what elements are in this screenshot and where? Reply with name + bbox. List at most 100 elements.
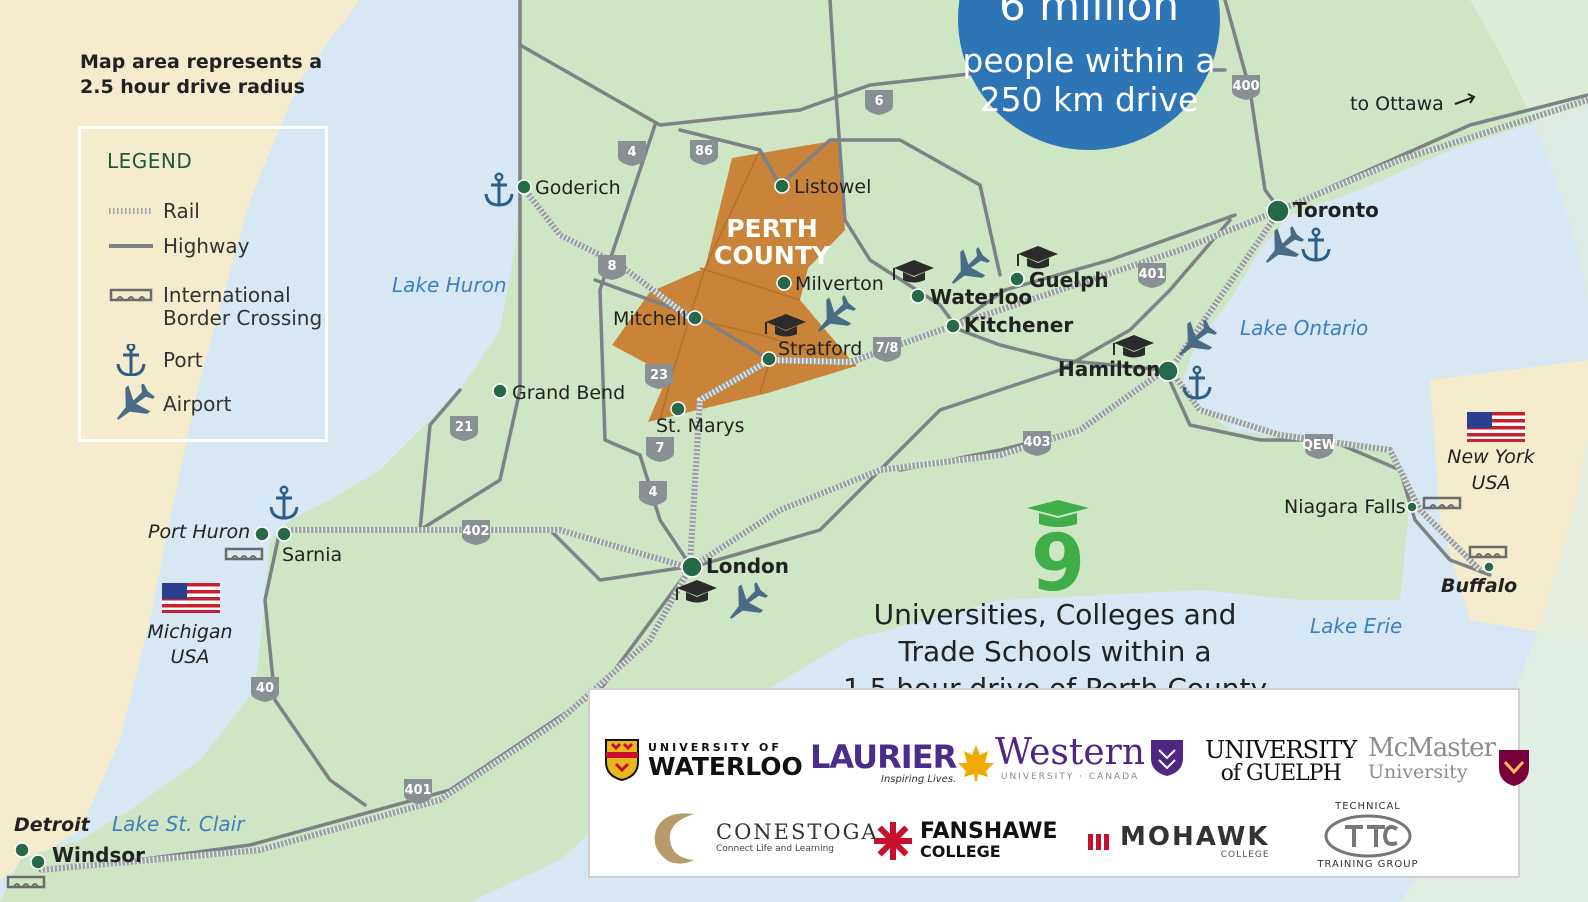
laurier-tagline: Inspiring Lives. — [881, 774, 957, 785]
mohawk-bars-icon — [1088, 834, 1109, 850]
shield-402: 402 — [462, 520, 490, 545]
shield-23: 23 — [645, 364, 673, 389]
label-port-huron: Port Huron — [148, 521, 250, 543]
label-lake-erie: Lake Erie — [1310, 614, 1402, 638]
note-line-1: Map area represents a — [80, 51, 323, 73]
shield-8: 8 — [598, 255, 626, 280]
logo-university-of-waterloo: UNIVERSITY OF WATERLOO — [604, 738, 803, 782]
flag-michigan-icon — [162, 583, 220, 613]
legend-item-port: Port — [107, 344, 203, 376]
svg-text:8: 8 — [607, 259, 616, 274]
dot-listowel — [774, 178, 790, 194]
schools-count: 9 — [1031, 519, 1085, 600]
shield-40: 40 — [251, 677, 279, 702]
graduation-cap-icon: 9 — [1027, 500, 1089, 609]
dot-goderich — [516, 179, 532, 195]
legend-label-rail: Rail — [163, 198, 200, 223]
waterloo-crest-icon — [605, 739, 639, 782]
dot-buffalo — [1483, 561, 1495, 573]
region-label-perth: PERTH — [726, 214, 818, 243]
shield-403: 403 — [1023, 431, 1051, 456]
ttg-emblem-icon — [1324, 814, 1412, 858]
city-dots — [14, 178, 1495, 870]
logo-university-of-guelph: UNIVERSITY of GUELPH — [1205, 738, 1357, 786]
waterloo-small-text: UNIVERSITY OF — [648, 740, 782, 754]
svg-text:86: 86 — [695, 144, 713, 159]
dot-hamilton — [1157, 360, 1179, 382]
svg-text:7/8: 7/8 — [876, 341, 899, 356]
mohawk-text: MOHAWK — [1120, 822, 1270, 852]
legend-label-border-1: International — [163, 283, 291, 307]
fanshawe-text-1: FANSHAWE — [920, 819, 1058, 844]
label-niagara-falls: Niagara Falls — [1284, 496, 1406, 518]
shield-7-8: 7/8 — [873, 337, 901, 362]
population-number: 6 million — [999, 0, 1179, 30]
svg-text:40: 40 — [256, 681, 274, 696]
shield-401-west: 401 — [404, 779, 432, 804]
western-text: Western — [995, 732, 1146, 773]
label-mitchell: Mitchell — [613, 308, 687, 330]
label-lake-ontario: Lake Ontario — [1240, 316, 1368, 340]
anchor-icon — [116, 344, 146, 376]
label-sarnia: Sarnia — [282, 544, 342, 566]
svg-text:4: 4 — [648, 485, 657, 500]
highway-icon — [109, 244, 153, 248]
logo-conestoga: CONESTOGA Connect Life and Learning — [646, 808, 879, 866]
dot-windsor — [30, 854, 46, 870]
svg-text:400: 400 — [1232, 79, 1259, 94]
conestoga-c-icon — [654, 813, 694, 864]
border-crossing-icon — [109, 288, 153, 302]
legend-title: LEGEND — [107, 149, 193, 173]
school-logos-panel: UNIVERSITY OF WATERLOO LAURIER Inspiring… — [588, 688, 1529, 878]
svg-text:401: 401 — [404, 783, 431, 798]
dot-sarnia — [276, 526, 292, 542]
lake-labels: Lake Huron Lake Ontario Lake Erie Lake S… — [112, 273, 1402, 836]
maple-leaf-icon — [958, 744, 995, 781]
label-detroit: Detroit — [14, 814, 91, 836]
legend-item-border: International Border Crossing — [107, 284, 322, 330]
label-guelph: Guelph — [1029, 268, 1109, 292]
logo-mohawk: MOHAWK COLLEGE — [1088, 824, 1270, 860]
label-listowel: Listowel — [794, 176, 871, 198]
ttg-text-1: TECHNICAL — [1335, 801, 1401, 812]
usa-labels: Michigan USA New York USA — [147, 412, 1536, 668]
airplane-icon — [107, 384, 155, 424]
dot-kitchener — [945, 318, 961, 334]
schools-line-1: Universities, Colleges and — [873, 598, 1237, 631]
waterloo-big-text: WATERLOO — [648, 751, 803, 781]
schools-line-2: Trade Schools within a — [898, 635, 1212, 668]
dot-toronto — [1266, 199, 1290, 223]
note-line-2: 2.5 hour drive radius — [80, 76, 305, 98]
shield-86: 86 — [690, 140, 718, 165]
map-area-note: Map area represents a 2.5 hour drive rad… — [80, 50, 360, 100]
rail-network — [39, 97, 1588, 873]
label-new-york: New York — [1447, 446, 1535, 468]
svg-text:4: 4 — [627, 145, 636, 160]
laurier-text: LAURIER — [810, 738, 957, 776]
label-goderich: Goderich — [535, 177, 621, 199]
dot-stratford — [761, 351, 777, 367]
label-st-marys: St. Marys — [656, 415, 745, 437]
dot-mitchell — [687, 310, 703, 326]
dot-st-marys — [670, 401, 686, 417]
dot-london — [681, 556, 703, 578]
label-london: London — [706, 554, 789, 578]
label-michigan: Michigan — [147, 621, 232, 643]
svg-text:403: 403 — [1023, 435, 1050, 450]
shield-qew: QEW — [1302, 434, 1336, 459]
guelph-text-2: of GUELPH — [1220, 761, 1342, 786]
label-kitchener: Kitchener — [964, 313, 1073, 337]
dot-port-huron — [254, 526, 270, 542]
label-waterloo: Waterloo — [930, 285, 1032, 309]
dot-detroit — [14, 842, 30, 858]
label-to-ottawa: to Ottawa — [1350, 93, 1444, 115]
label-lake-st-clair: Lake St. Clair — [112, 812, 246, 836]
svg-text:23: 23 — [650, 368, 668, 383]
perth-county-area — [612, 140, 856, 422]
label-windsor: Windsor — [52, 843, 145, 867]
shield-6: 6 — [865, 90, 893, 115]
label-lake-huron: Lake Huron — [392, 273, 507, 297]
legend-label-highway: Highway — [163, 233, 250, 258]
mcmaster-text-1: McMaster — [1368, 733, 1496, 763]
